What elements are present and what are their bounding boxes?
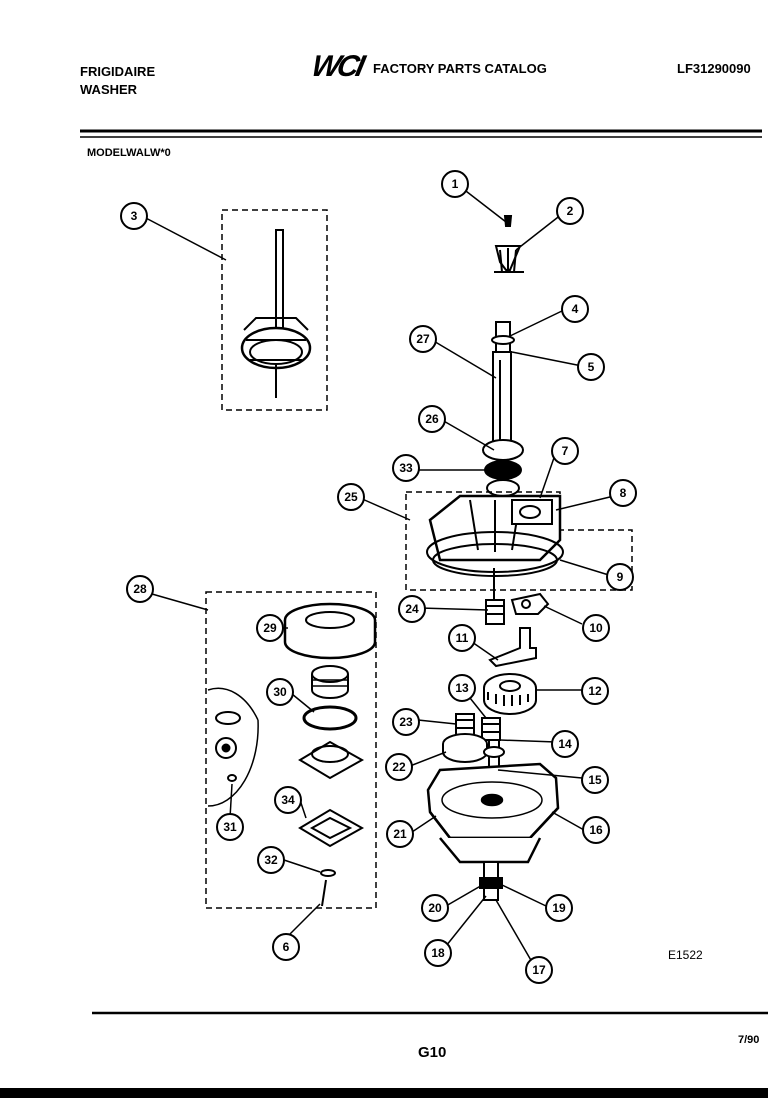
callout-34: 34 [274, 786, 302, 814]
gear-case [426, 762, 560, 864]
svg-text:12: 12 [588, 684, 602, 698]
callout-18: 18 [424, 939, 452, 967]
svg-text:33: 33 [399, 461, 413, 475]
catalog-title: FACTORY PARTS CATALOG [373, 61, 547, 76]
svg-text:1: 1 [452, 177, 459, 191]
callout-13: 13 [448, 674, 476, 702]
callout-1: 1 [441, 170, 469, 198]
callout-5: 5 [577, 353, 605, 381]
appliance-type: WASHER [80, 82, 138, 97]
callout-15: 15 [581, 766, 609, 794]
svg-text:32: 32 [264, 853, 278, 867]
svg-text:17: 17 [532, 963, 546, 977]
callout-30: 30 [266, 678, 294, 706]
svg-text:2: 2 [567, 204, 574, 218]
callout-32: 32 [257, 846, 285, 874]
svg-text:7: 7 [562, 444, 569, 458]
lower-shaft-fittings [479, 861, 503, 901]
callout-7: 7 [551, 437, 579, 465]
callout-20: 20 [421, 894, 449, 922]
callout-28: 28 [126, 575, 154, 603]
svg-text:20: 20 [428, 901, 442, 915]
callout-26: 26 [418, 405, 446, 433]
callout-11: 11 [448, 624, 476, 652]
leader-lines [141, 187, 615, 963]
callout-31: 31 [216, 813, 244, 841]
svg-text:8: 8 [620, 486, 627, 500]
document-code: LF31290090 [677, 61, 751, 76]
callout-23: 23 [392, 708, 420, 736]
callout-27: 27 [409, 325, 437, 353]
header-rule [80, 129, 768, 1015]
callout-29: 29 [256, 614, 284, 642]
callout-21: 21 [386, 820, 414, 848]
brand-name: FRIGIDAIRE [80, 64, 156, 79]
svg-text:11: 11 [456, 631, 469, 645]
pinion-gear-and-cam [485, 592, 550, 625]
callout-6: 6 [272, 933, 300, 961]
callout-4: 4 [561, 295, 589, 323]
callout-3: 3 [120, 202, 148, 230]
callout-8: 8 [609, 479, 637, 507]
svg-text:24: 24 [405, 602, 419, 616]
screw-and-cap [494, 215, 524, 273]
svg-text:18: 18 [431, 946, 445, 960]
page-number: G10 [418, 1044, 447, 1061]
svg-text:19: 19 [552, 901, 566, 915]
transmission-shaft [482, 321, 524, 497]
svg-text:10: 10 [589, 621, 603, 635]
figure-code: E1522 [668, 948, 703, 962]
svg-text:28: 28 [133, 582, 147, 596]
agitator-shaft-assembly [221, 209, 328, 411]
svg-text:13: 13 [455, 681, 469, 695]
svg-text:22: 22 [392, 760, 406, 774]
svg-text:21: 21 [393, 827, 407, 841]
svg-text:27: 27 [416, 332, 430, 346]
svg-text:23: 23 [399, 715, 413, 729]
svg-text:5: 5 [588, 360, 595, 374]
clutch-housing-assembly [405, 491, 633, 600]
revision-date: 7/90 [738, 1034, 760, 1046]
svg-text:30: 30 [273, 685, 287, 699]
brand-block: FRIGIDAIRE WASHER [80, 63, 155, 99]
callout-9: 9 [606, 563, 634, 591]
svg-text:29: 29 [263, 621, 277, 635]
model-label: MODELWALW*0 [87, 147, 171, 159]
callout-16: 16 [582, 816, 610, 844]
svg-text:26: 26 [425, 412, 439, 426]
callout-19: 19 [545, 894, 573, 922]
shift-lever-and-gears [481, 627, 537, 741]
svg-text:16: 16 [589, 823, 603, 837]
svg-text:34: 34 [281, 793, 295, 807]
svg-text:3: 3 [131, 209, 138, 223]
svg-text:4: 4 [572, 302, 579, 316]
callout-33: 33 [392, 454, 420, 482]
callout-10: 10 [582, 614, 610, 642]
svg-text:15: 15 [588, 773, 602, 787]
callout-2: 2 [556, 197, 584, 225]
svg-text:14: 14 [558, 737, 572, 751]
svg-text:25: 25 [344, 490, 358, 504]
svg-text:6: 6 [283, 940, 290, 954]
callout-25: 25 [337, 483, 365, 511]
seal-bearing-kit [205, 591, 377, 909]
svg-text:9: 9 [617, 570, 624, 584]
callout-24: 24 [398, 595, 426, 623]
callout-22: 22 [385, 753, 413, 781]
callout-12: 12 [581, 677, 609, 705]
callout-14: 14 [551, 730, 579, 758]
callout-17: 17 [525, 956, 553, 984]
svg-text:31: 31 [223, 820, 237, 834]
